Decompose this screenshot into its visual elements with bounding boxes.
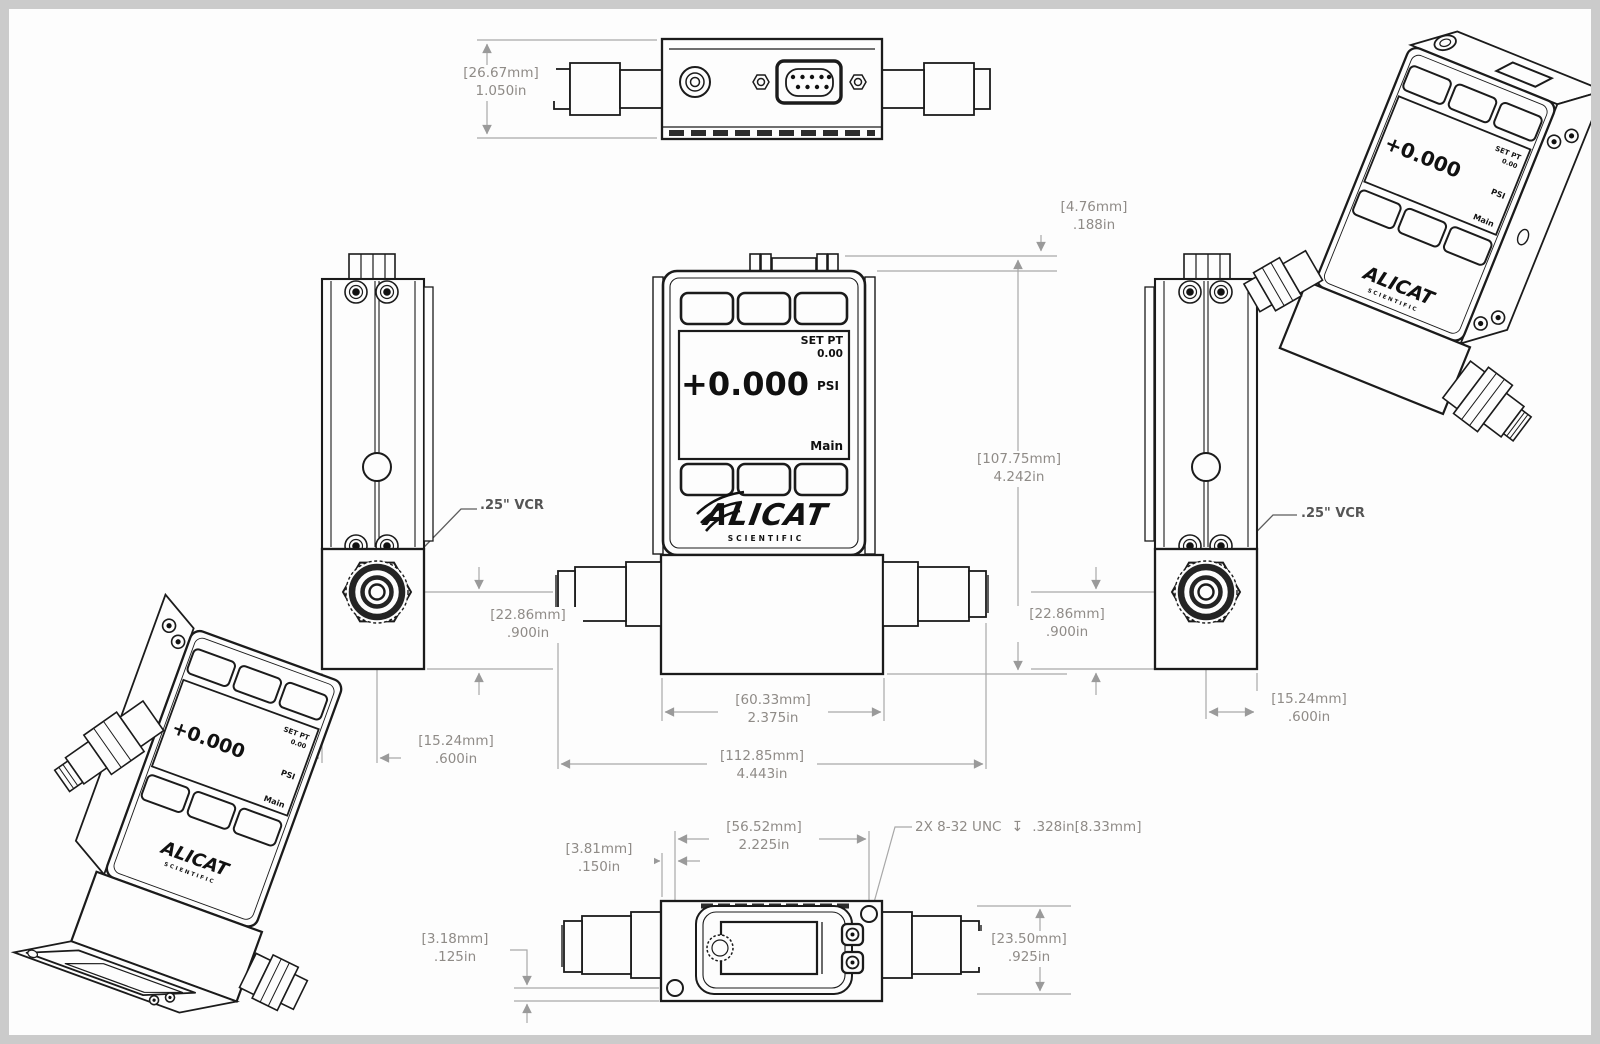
view-front [555, 253, 989, 676]
logo-wing-icon [696, 490, 745, 532]
device-button [1352, 189, 1402, 230]
device-button [232, 807, 283, 847]
device-button [793, 462, 849, 497]
vcr-fitting-left [561, 911, 662, 979]
device-button [679, 291, 735, 326]
valve-cavity [695, 905, 853, 995]
device-button [1447, 83, 1498, 124]
valve-fastener [840, 922, 865, 975]
jackscrew-hex [752, 74, 867, 90]
display-screen [677, 329, 851, 461]
device-button [679, 462, 735, 497]
dimensional-drawing-canvas: SET PT 0.00 +0.000 PSI Main ALICAT SCIEN… [10, 30, 1591, 1023]
view-left-side [320, 253, 434, 671]
dsub-connector [1493, 61, 1555, 88]
device-button [186, 648, 236, 688]
side-body [320, 277, 426, 551]
mount-hole [666, 979, 684, 997]
vcr-fitting-right [238, 952, 309, 1012]
view-isometric-top-right: SET PT 0.00 +0.000 PSI Main ALICAT SCIEN… [1242, 30, 1591, 442]
view-isometric-bottom-left: SET PT 0.00 +0.000 PSI Main ALICAT SCIEN… [10, 592, 343, 1014]
device-button [1402, 65, 1452, 105]
vcr-fitting-left [555, 561, 662, 627]
vcr-fitting-left [1242, 249, 1324, 313]
vcr-hex-fitting [341, 560, 413, 624]
device-button [278, 681, 329, 721]
port-fitting [553, 68, 571, 110]
device-button [1397, 207, 1448, 248]
device-button [232, 665, 283, 704]
view-bottom [561, 899, 982, 1003]
display-screen [150, 678, 320, 817]
base-block [659, 553, 885, 676]
device-button [736, 291, 792, 326]
top-port-hole [679, 66, 711, 98]
device-button [140, 774, 191, 813]
vcr-fitting-right [1441, 360, 1533, 442]
dsub-connector [775, 59, 843, 105]
mount-hole [860, 905, 878, 923]
side-hole [1191, 452, 1221, 482]
view-right-side [1144, 253, 1259, 671]
view-top [553, 37, 991, 141]
vcr-hex-fitting [1170, 560, 1242, 624]
device-button [736, 462, 792, 497]
top-connector [749, 253, 839, 273]
device-button [793, 291, 849, 326]
side-body [1153, 277, 1259, 551]
vcr-fitting-right [881, 911, 982, 979]
device-button [186, 791, 237, 830]
side-hole [362, 452, 392, 482]
vcr-fitting-right [882, 561, 989, 627]
device-button [1493, 101, 1543, 142]
display-screen [1363, 95, 1532, 236]
vcr-fitting-left [53, 699, 165, 793]
port-fitting [973, 68, 991, 110]
device-button [1442, 226, 1493, 266]
